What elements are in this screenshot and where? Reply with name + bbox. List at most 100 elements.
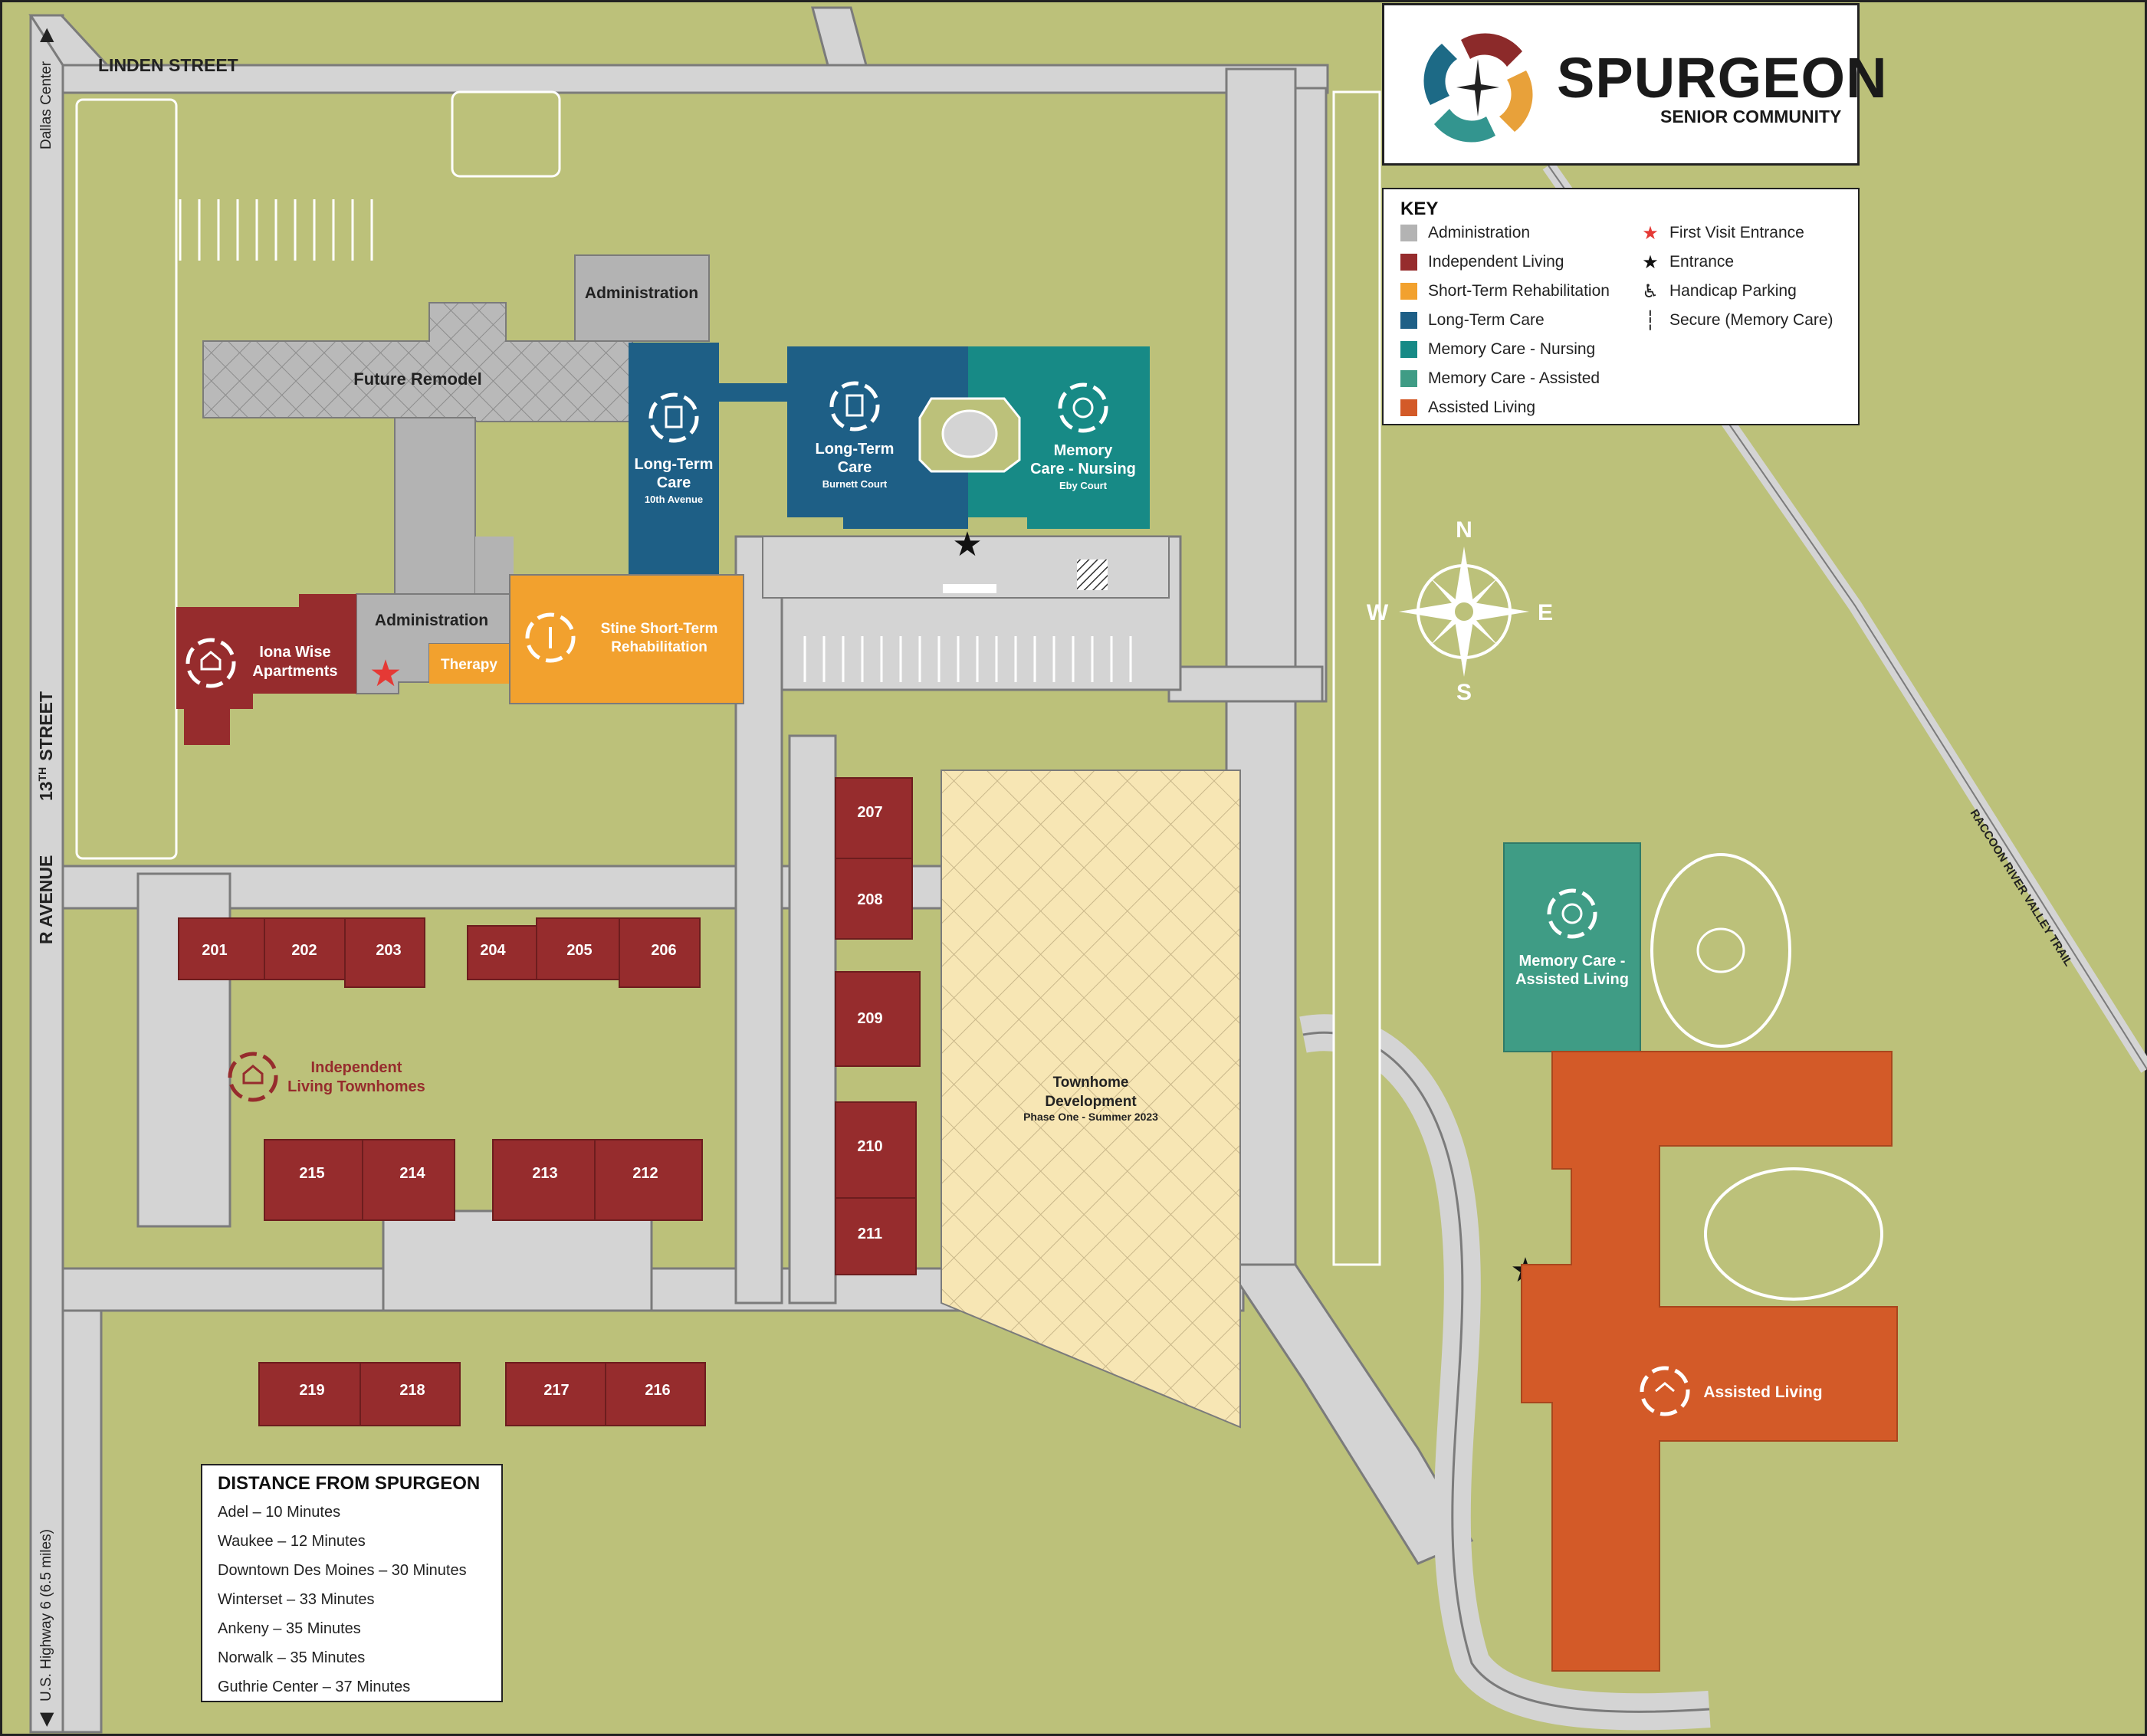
townhome-217: 217 — [543, 1382, 569, 1399]
logo-name: SPURGEON — [1557, 46, 1888, 110]
administration-connector — [394, 417, 476, 595]
key-item-entrance: ★ Entrance — [1642, 253, 1734, 271]
key-label: Administration — [1428, 224, 1531, 241]
memory-care-assisted-building — [1503, 842, 1641, 1052]
distance-item: Downtown Des Moines – 30 Minutes — [218, 1562, 467, 1579]
distance-box: DISTANCE FROM SPURGEON Adel – 10 Minutes… — [201, 1464, 503, 1702]
assisted-living-icon — [1640, 1366, 1690, 1416]
il-townhomes-line1: Independent — [311, 1059, 402, 1076]
logo-subtitle: SENIOR COMMUNITY — [1660, 107, 1842, 126]
secure-garden-center — [1696, 927, 1745, 973]
key-item-handicap-parking: ♿ Handicap Parking — [1642, 282, 1797, 300]
key-item-first-visit-entrance: ★ First Visit Entrance — [1642, 224, 1804, 242]
distance-item: Winterset – 33 Minutes — [218, 1591, 375, 1608]
townhome-202: 202 — [291, 942, 317, 959]
administration-link — [475, 537, 514, 594]
key-title: KEY — [1400, 199, 1439, 219]
ltc-burnett-court-building — [787, 346, 968, 529]
distance-item: Waukee – 12 Minutes — [218, 1533, 366, 1550]
key-label: Memory Care - Assisted — [1428, 369, 1600, 387]
key-item-memory-care-nursing: Memory Care - Nursing — [1400, 340, 1595, 359]
townhome-209: 209 — [857, 1010, 882, 1027]
svg-text:13THSTREET: 13THSTREET — [36, 691, 56, 801]
therapy-label: Therapy — [441, 657, 497, 673]
drop-off-island — [943, 584, 996, 593]
stine-line2: Rehabilitation — [611, 639, 707, 655]
swatch-short-term-rehab — [1400, 283, 1417, 300]
ltc-10th-icon — [648, 392, 699, 443]
compass-w: W — [1367, 600, 1389, 625]
linden-street-label: LINDEN STREET — [98, 55, 238, 75]
ltc-burnett-line2: Care — [838, 459, 872, 476]
parking-stalls-center — [803, 636, 1132, 682]
logo-swoosh-red — [1461, 33, 1522, 67]
compass-s: S — [1456, 680, 1472, 705]
future-remodel-label: Future Remodel — [353, 369, 481, 389]
compass-n: N — [1456, 517, 1472, 543]
administration-top-building — [574, 254, 710, 342]
key-item-administration: Administration — [1400, 224, 1530, 242]
dallas-center-arrow: ▲ — [40, 23, 54, 44]
ltc-entrance-star: ★ — [952, 525, 982, 564]
townhome-205: 205 — [566, 942, 592, 959]
stine-rehab-building — [509, 574, 744, 704]
key-label: Short-Term Rehabilitation — [1428, 282, 1610, 300]
townhome-206: 206 — [651, 942, 676, 959]
administration-main-label: Administration — [375, 612, 488, 629]
parking-stalls-top — [179, 199, 373, 261]
courtyard-circle — [941, 409, 998, 458]
townhome-212: 212 — [632, 1165, 658, 1182]
key-label: Independent Living — [1428, 253, 1564, 271]
assisted-living-building — [1521, 1051, 1898, 1672]
townhome-216: 216 — [645, 1382, 670, 1399]
distance-item: Guthrie Center – 37 Minutes — [218, 1679, 411, 1695]
townhome-203: 203 — [376, 942, 401, 959]
swatch-memory-care-nursing — [1400, 341, 1417, 358]
townhome-204: 204 — [480, 942, 506, 959]
swatch-administration — [1400, 225, 1417, 241]
highway-arrow: ▼ — [40, 1708, 54, 1729]
iona-line1: Iona Wise — [259, 644, 330, 661]
logo-swoosh-blue — [1423, 44, 1457, 105]
key-label: Long-Term Care — [1428, 311, 1545, 329]
townhome-210: 210 — [857, 1138, 882, 1155]
key-label: Handicap Parking — [1669, 282, 1797, 300]
townhome-201: 201 — [202, 942, 227, 959]
townhome-dev-line2: Development — [1045, 1094, 1137, 1110]
key-label: Entrance — [1669, 253, 1735, 271]
townhome-218: 218 — [399, 1382, 425, 1399]
map-key: KEY Administration Independent Living Sh… — [1382, 188, 1860, 425]
townhome-207: 207 — [857, 804, 882, 821]
spurgeon-logo-mark — [1423, 33, 1533, 143]
assisted-living-label: Assisted Living — [1703, 1383, 1822, 1401]
key-item-assisted-living: Assisted Living — [1400, 399, 1535, 417]
mc-eby-sub: Eby Court — [1059, 480, 1108, 491]
logo-swoosh-orange — [1499, 71, 1533, 132]
townhome-208: 208 — [857, 891, 882, 908]
mc-eby-icon — [1058, 382, 1108, 433]
distance-title: DISTANCE FROM SPURGEON — [218, 1473, 481, 1494]
ltc-burnett-sub: Burnett Court — [822, 478, 888, 490]
townhome-labels: 201 202 203 204 205 206 207 208 209 210 … — [202, 804, 882, 1399]
mca-icon — [1547, 888, 1597, 939]
swatch-independent-living — [1400, 254, 1417, 271]
administration-top-label: Administration — [585, 284, 698, 302]
memory-care-nursing-building — [968, 346, 1150, 529]
compass-e: E — [1538, 600, 1553, 625]
stine-icon — [525, 612, 576, 663]
dotted-line-icon: ┆ — [1644, 310, 1656, 331]
ltc-10th-line2: Care — [657, 474, 691, 491]
ltc-10th-avenue-building — [629, 343, 719, 575]
dallas-center-label: Dallas Center — [38, 61, 54, 149]
swatch-memory-care-assisted — [1400, 370, 1417, 387]
therapy-building — [429, 644, 510, 684]
wheelchair-icon: ♿ — [1642, 281, 1659, 302]
logo-star — [1456, 59, 1499, 116]
townhome-units — [178, 777, 921, 1426]
il-townhomes-line2: Living Townhomes — [287, 1078, 425, 1095]
iona-line2: Apartments — [252, 663, 337, 680]
ltc-burnett-line1: Long-Term — [816, 441, 895, 458]
townhome-211: 211 — [858, 1226, 882, 1242]
townhome-dev-sub: Phase One - Summer 2023 — [1023, 1111, 1158, 1123]
